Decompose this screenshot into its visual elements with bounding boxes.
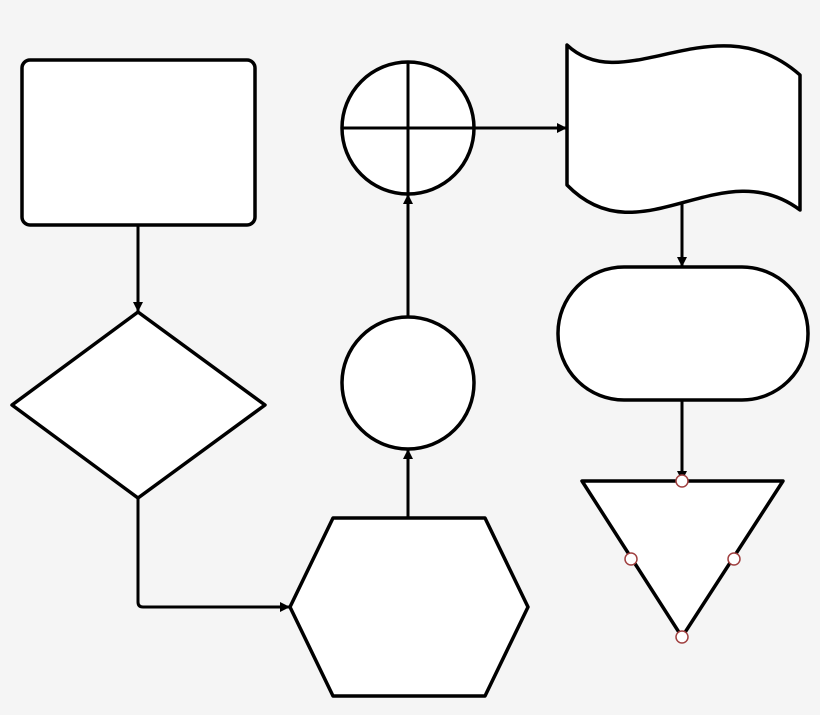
- resize-handle-top[interactable]: [675, 474, 689, 488]
- terminator[interactable]: [556, 265, 810, 402]
- summing-junction-circle[interactable]: [340, 60, 476, 196]
- connector-circle[interactable]: [340, 315, 476, 451]
- connector-diamond-to-hexagon[interactable]: [136, 499, 290, 612]
- decision-diamond[interactable]: [10, 310, 267, 500]
- resize-handle-right[interactable]: [727, 552, 741, 566]
- merge-triangle[interactable]: [580, 474, 785, 644]
- process-rectangle[interactable]: [20, 58, 257, 227]
- preparation-hexagon[interactable]: [288, 516, 530, 698]
- resize-handle-bottom[interactable]: [675, 630, 689, 644]
- resize-handle-left[interactable]: [624, 552, 638, 566]
- punched-tape[interactable]: [565, 43, 802, 214]
